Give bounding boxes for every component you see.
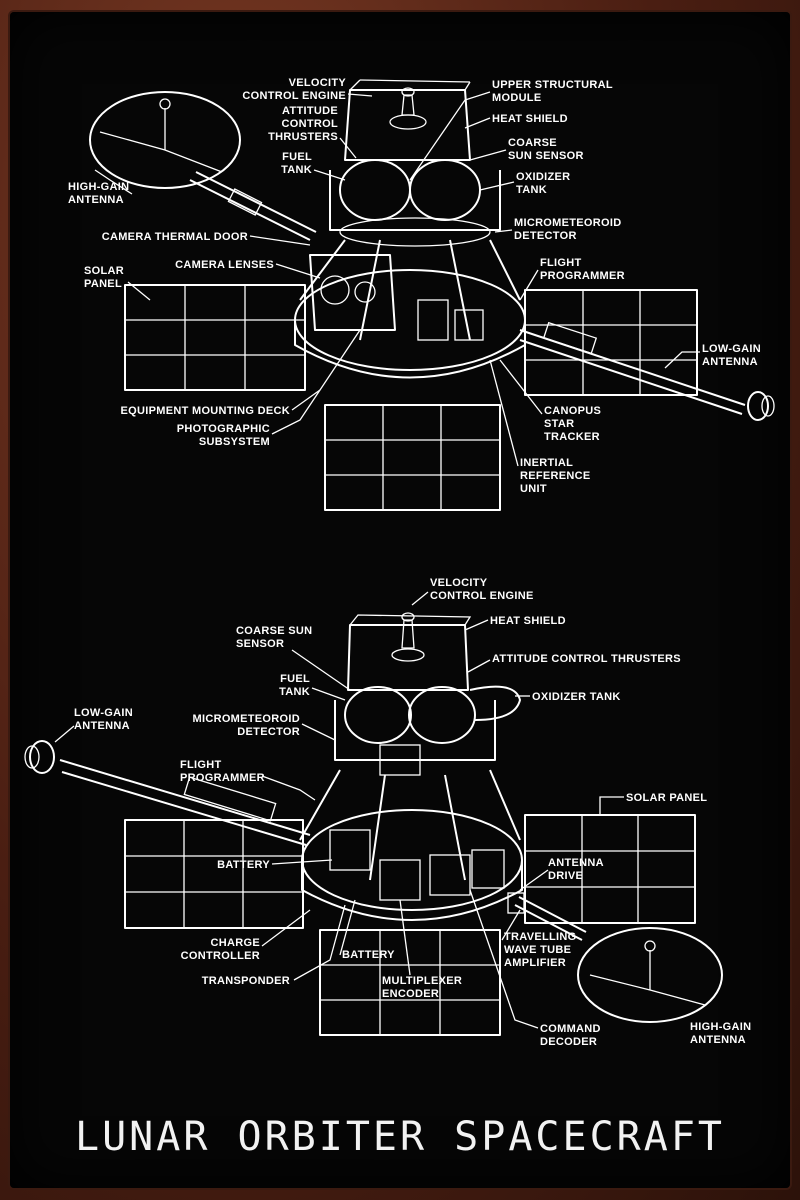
- bottom-spacecraft-drawing: [24, 612, 723, 1036]
- bottom-label-oxidizer-tank: OXIDIZER TANK: [532, 691, 621, 703]
- top-leader-lines: [94, 91, 700, 467]
- poster-title: LUNAR ORBITER SPACECRAFT: [75, 1114, 725, 1160]
- diagram-panel: [10, 12, 790, 1188]
- bottom-leader-lines: [54, 591, 624, 1029]
- bottom-label-transponder: TRANSPONDER: [202, 975, 290, 987]
- top-spacecraft-drawing: [89, 79, 775, 511]
- top-label-camera-thermal-door: CAMERA THERMAL DOOR: [102, 231, 248, 243]
- top-label-heat-shield: HEAT SHIELD: [492, 113, 568, 125]
- bottom-label-attitude-control-thrusters: ATTITUDE CONTROL THRUSTERS: [492, 653, 681, 665]
- bottom-label-heat-shield: HEAT SHIELD: [490, 615, 566, 627]
- bottom-label-battery-lower: BATTERY: [342, 949, 395, 961]
- bottom-label-solar-panel: SOLAR PANEL: [626, 792, 707, 804]
- bottom-label-battery-left: BATTERY: [217, 859, 270, 871]
- top-label-camera-lenses: CAMERA LENSES: [175, 259, 274, 271]
- top-label-equipment-mounting-deck: EQUIPMENT MOUNTING DECK: [121, 405, 290, 417]
